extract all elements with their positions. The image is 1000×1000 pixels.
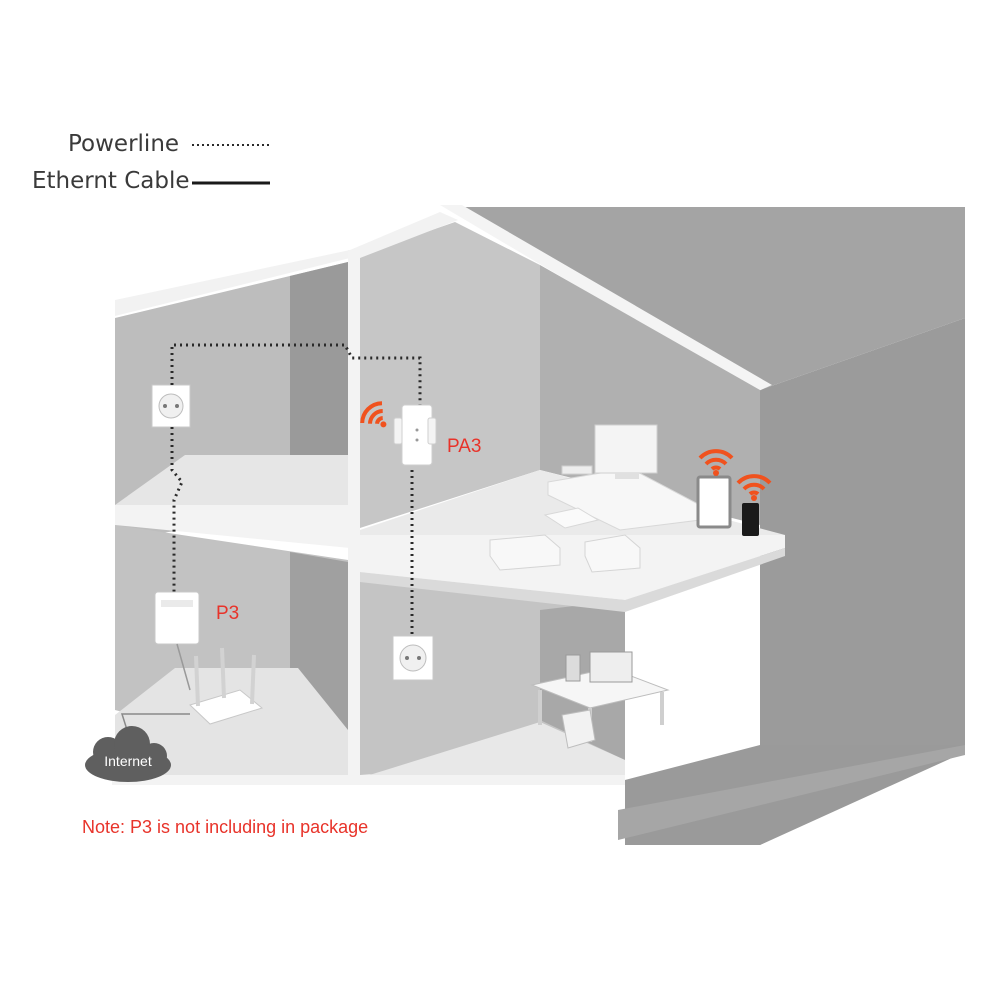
p3-adapter	[154, 591, 200, 691]
sound-bar	[561, 465, 593, 475]
middle-slab-left	[115, 505, 350, 548]
center-divider	[348, 250, 360, 780]
router	[189, 647, 264, 725]
wall-socket-lower	[392, 635, 434, 681]
phone	[742, 503, 759, 536]
wifi-icon-pa3	[360, 401, 387, 428]
legend-powerline-label: Powerline	[68, 131, 180, 157]
top-slab-right	[350, 212, 458, 258]
middle-slab-front	[360, 548, 785, 612]
coffee-table	[543, 507, 600, 529]
package-note: Note: P3 is not including in package	[82, 817, 369, 837]
house-side-wall	[760, 318, 965, 845]
sofa-right	[584, 534, 641, 573]
top-slab-left	[115, 250, 350, 316]
upper-left-room-side	[290, 262, 348, 505]
internet-cloud	[85, 726, 171, 782]
pa3-extender	[393, 404, 437, 466]
monitor	[589, 651, 633, 683]
living-room-furniture	[489, 424, 759, 573]
upper-left-floor	[115, 455, 350, 520]
p3-label: P3	[216, 603, 240, 624]
wall-socket-upper	[151, 384, 191, 428]
middle-slab-right	[360, 535, 785, 600]
ethernet-cable	[120, 713, 190, 734]
sofa-left	[489, 534, 561, 571]
ground-slab-front	[618, 745, 965, 840]
bottom-slab	[112, 775, 625, 785]
legend-powerline-line	[192, 144, 270, 146]
internet-cloud-label: Internet	[104, 753, 152, 769]
wifi-icon-tablet	[698, 449, 734, 476]
pa3-label: PA3	[447, 436, 482, 457]
office-furniture	[530, 651, 670, 749]
tv-screen	[594, 424, 658, 474]
tv-base	[615, 473, 639, 479]
office-chair	[561, 709, 596, 749]
tablet	[696, 475, 732, 529]
house-roof	[458, 207, 965, 390]
wifi-icon-phone	[736, 474, 772, 501]
legend-ethernet-label: Ethernt Cable	[32, 168, 190, 194]
roof-white-edge	[440, 205, 772, 392]
lower-right-floor	[360, 722, 625, 780]
lower-left-floor	[115, 668, 348, 780]
legend-ethernet-line	[192, 181, 270, 185]
computer-tower	[565, 654, 581, 682]
